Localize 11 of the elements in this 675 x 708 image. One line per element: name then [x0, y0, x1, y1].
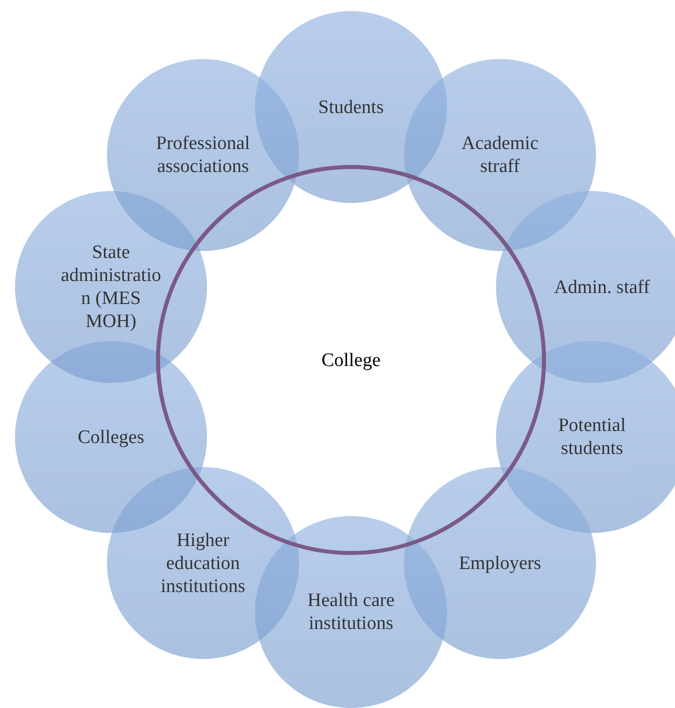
stakeholder-label: Employers: [458, 552, 542, 574]
stakeholder-label: Academic straff: [460, 132, 540, 178]
stakeholder-label: Potential students: [557, 414, 627, 460]
stakeholder-label: Colleges: [76, 426, 146, 448]
stakeholder-label: Admin. staff: [553, 276, 651, 298]
stakeholder-label: Professional associations: [155, 132, 251, 178]
stakeholder-label: Higher education institutions: [160, 528, 246, 598]
stakeholder-label: State administratio n (MES MOH): [60, 241, 162, 333]
stakeholder-label: Health care institutions: [306, 589, 396, 635]
stakeholder-label: Students: [317, 96, 385, 118]
center-label: College: [320, 348, 382, 372]
